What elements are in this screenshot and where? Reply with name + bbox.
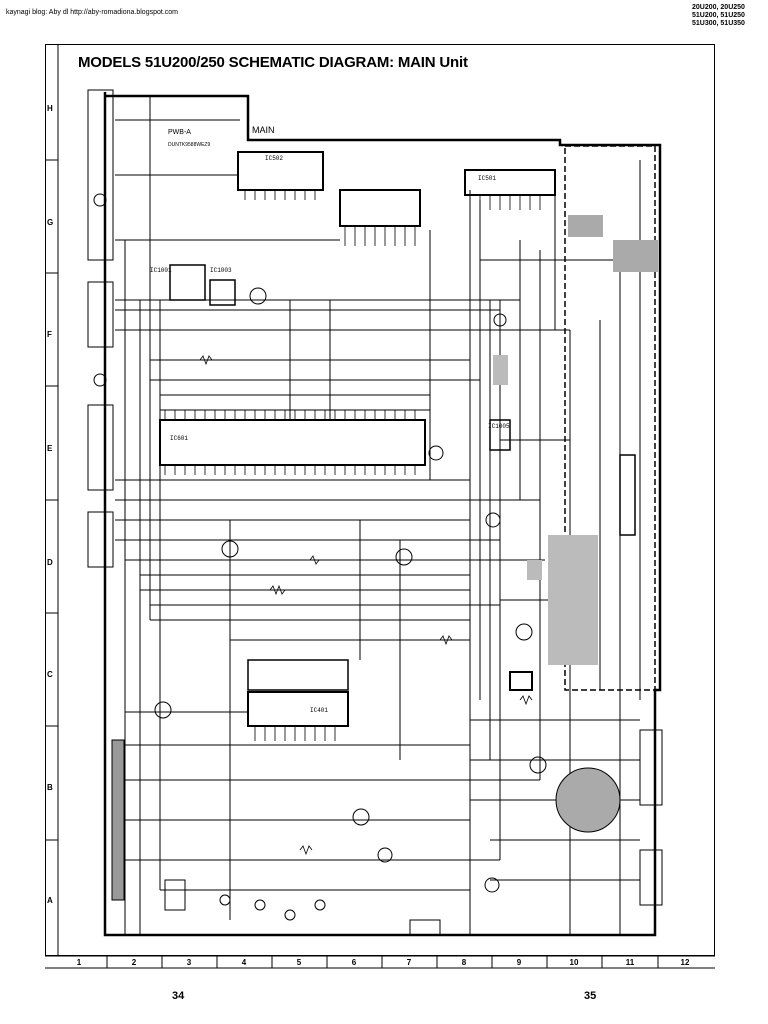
col-label-3: 3 [186, 958, 192, 967]
ic-block [339, 189, 421, 227]
col-label-8: 8 [461, 958, 467, 967]
source-url-text: kaynagi blog: Aby dl http://aby-romadion… [6, 9, 178, 16]
ic-block [237, 151, 324, 191]
model-list: 20U200, 20U250 51U200, 51U250 51U300, 51… [692, 4, 762, 28]
ic-block [209, 279, 236, 306]
signal-lines [115, 119, 640, 891]
row-label-a: A [47, 896, 53, 905]
connector-strip [87, 89, 114, 261]
model-line: 51U300, 51U350 [692, 20, 745, 27]
shaded-area [548, 535, 598, 665]
connector-strip [639, 849, 663, 906]
page-number-right: 35 [584, 990, 597, 1002]
ic-block [619, 454, 636, 536]
shaded-area [613, 240, 658, 272]
ic-block [464, 169, 556, 196]
col-label-7: 7 [406, 958, 412, 967]
col-label-12: 12 [680, 958, 690, 967]
signal-lines-vertical [124, 96, 641, 935]
resistors [199, 355, 533, 856]
model-line: 51U200, 51U250 [692, 12, 745, 19]
ic-label: IC401 [310, 707, 328, 714]
column-dividers [45, 955, 715, 969]
page-number-left: 34 [172, 990, 185, 1002]
col-label-11: 11 [625, 958, 635, 967]
ic-label: IC501 [478, 175, 496, 182]
connector-strip [111, 739, 125, 901]
shaded-area [493, 355, 508, 385]
dashed-subunit-boundary [564, 145, 656, 691]
connector-strip [87, 404, 114, 491]
row-label-e: E [47, 444, 53, 453]
ic-pins [164, 190, 541, 741]
model-line: 20U200, 20U250 [692, 4, 745, 11]
col-label-5: 5 [296, 958, 302, 967]
ic-block [159, 419, 426, 466]
row-label-d: D [47, 558, 53, 567]
row-label-g: G [47, 218, 54, 227]
ic-label: IC1005 [488, 423, 510, 430]
ic-label: IC1001 [150, 267, 172, 274]
transistors [93, 193, 547, 893]
col-label-1: 1 [76, 958, 82, 967]
col-label-9: 9 [516, 958, 522, 967]
connector-strip [639, 729, 663, 806]
row-label-f: F [47, 330, 52, 339]
row-label-h: H [47, 104, 53, 113]
shaded-area [555, 767, 621, 833]
main-unit-boundary [103, 92, 662, 937]
connector-strip [87, 511, 114, 568]
col-label-2: 2 [131, 958, 137, 967]
row-dividers [45, 44, 59, 956]
col-label-4: 4 [241, 958, 247, 967]
ic-block [247, 659, 349, 691]
main-unit-label: MAIN [252, 125, 275, 135]
pwb-label: PWB-A [168, 129, 191, 136]
row-label-c: C [47, 670, 53, 679]
shaded-area [568, 215, 603, 237]
diagram-title: MODELS 51U200/250 SCHEMATIC DIAGRAM: MAI… [78, 54, 468, 71]
col-label-6: 6 [351, 958, 357, 967]
ic-block [509, 671, 533, 691]
shaded-area [527, 560, 542, 580]
ic-block [169, 264, 206, 301]
pwb-part-number: DUNTK9588WEZ9 [168, 142, 210, 148]
ic-block [247, 691, 349, 727]
row-label-b: B [47, 783, 53, 792]
ic-label: IC601 [170, 435, 188, 442]
ic-label: IC1003 [210, 267, 232, 274]
bottom-jacks [164, 879, 441, 936]
connector-strip [87, 281, 114, 348]
col-label-10: 10 [569, 958, 579, 967]
ic-label: IC502 [265, 155, 283, 162]
